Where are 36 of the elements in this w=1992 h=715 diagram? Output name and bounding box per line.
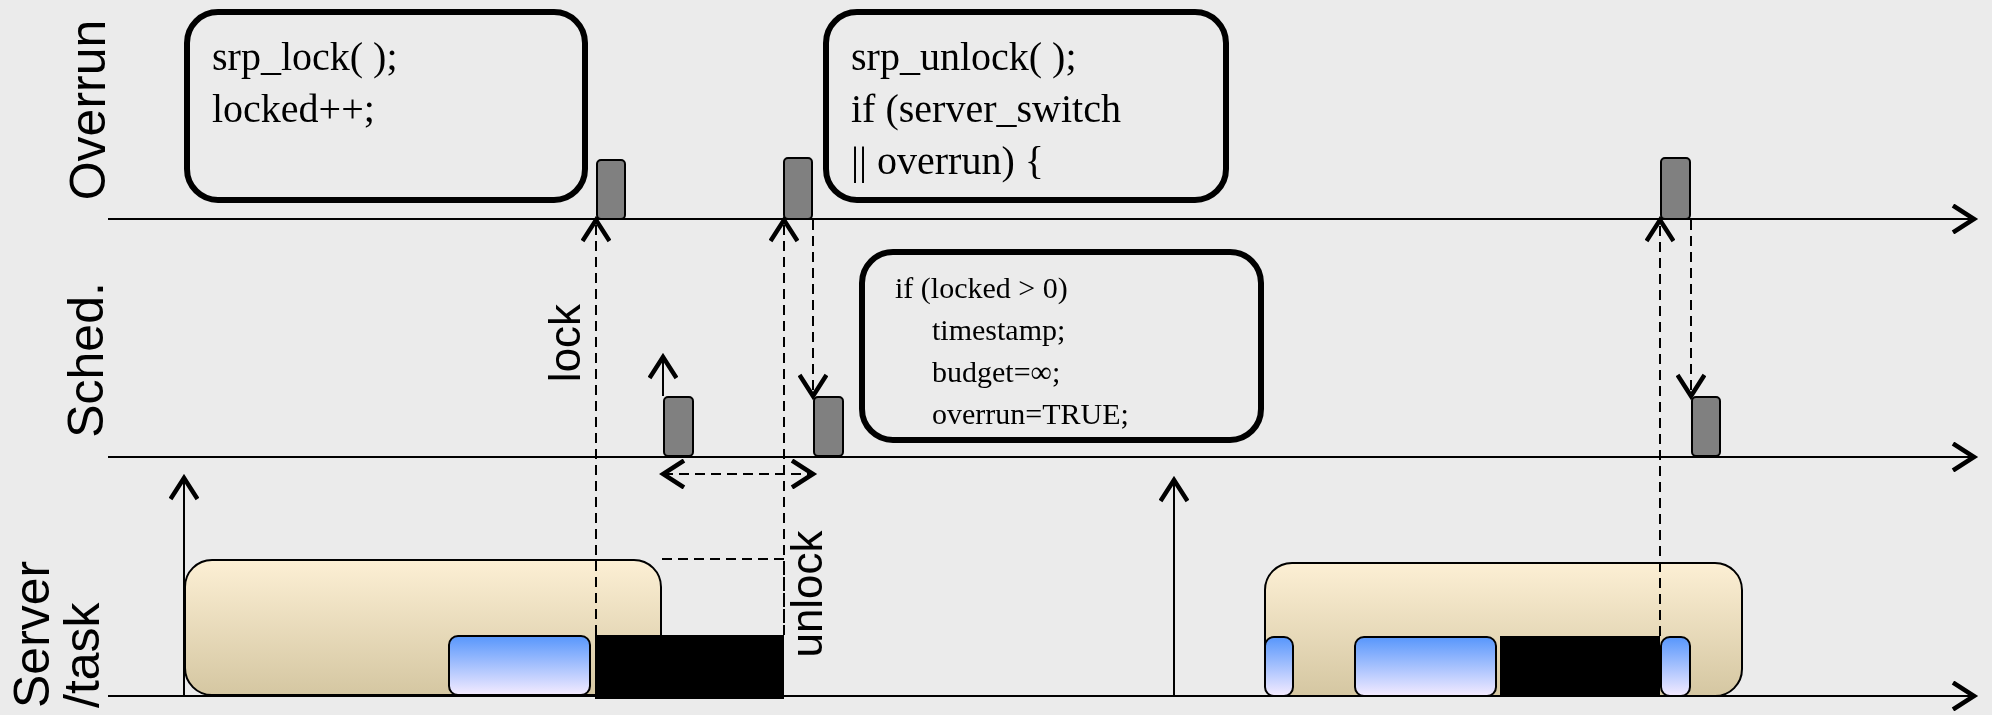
event-marker [783, 157, 813, 220]
code-line: srp_lock( ); [212, 33, 399, 81]
dashed-arrow [580, 217, 612, 636]
dashed-arrow [1675, 219, 1707, 399]
dashed-arrow [660, 458, 816, 490]
code-line: srp_unlock( ); [851, 33, 1078, 81]
code-line: if (server_switch [851, 85, 1122, 133]
code-line: locked++; [212, 85, 376, 133]
event-marker [596, 159, 626, 220]
code-box [823, 9, 1229, 203]
code-line: overrun=TRUE; [931, 396, 1130, 432]
server-budget-box [1264, 562, 1743, 697]
event-marker [813, 396, 844, 457]
event-marker [663, 396, 694, 457]
task-execution-box [1354, 636, 1497, 697]
critical-section-bar [595, 635, 784, 699]
edge-label: lock [543, 303, 588, 383]
code-box [184, 9, 588, 203]
edge-label: unlock [784, 530, 829, 658]
task-execution-box [1660, 636, 1691, 697]
code-line: timestamp; [931, 312, 1067, 348]
row-label: Server /task [7, 559, 107, 708]
dashed-arrow [1644, 217, 1676, 637]
server-budget-box [184, 559, 662, 696]
code-line: if (locked > 0) [895, 270, 1069, 306]
row-label: Sched. [60, 282, 111, 438]
row-label: Overrun [62, 19, 113, 201]
code-box [859, 249, 1264, 443]
critical-section-bar [1500, 636, 1660, 697]
task-execution-box [448, 635, 591, 696]
code-line: budget=∞; [931, 354, 1062, 390]
code-line: || overrun) { [851, 137, 1045, 185]
task-execution-box [1264, 636, 1294, 697]
event-marker [1660, 157, 1691, 220]
event-marker [1691, 396, 1721, 457]
dashed-arrow [797, 219, 829, 399]
